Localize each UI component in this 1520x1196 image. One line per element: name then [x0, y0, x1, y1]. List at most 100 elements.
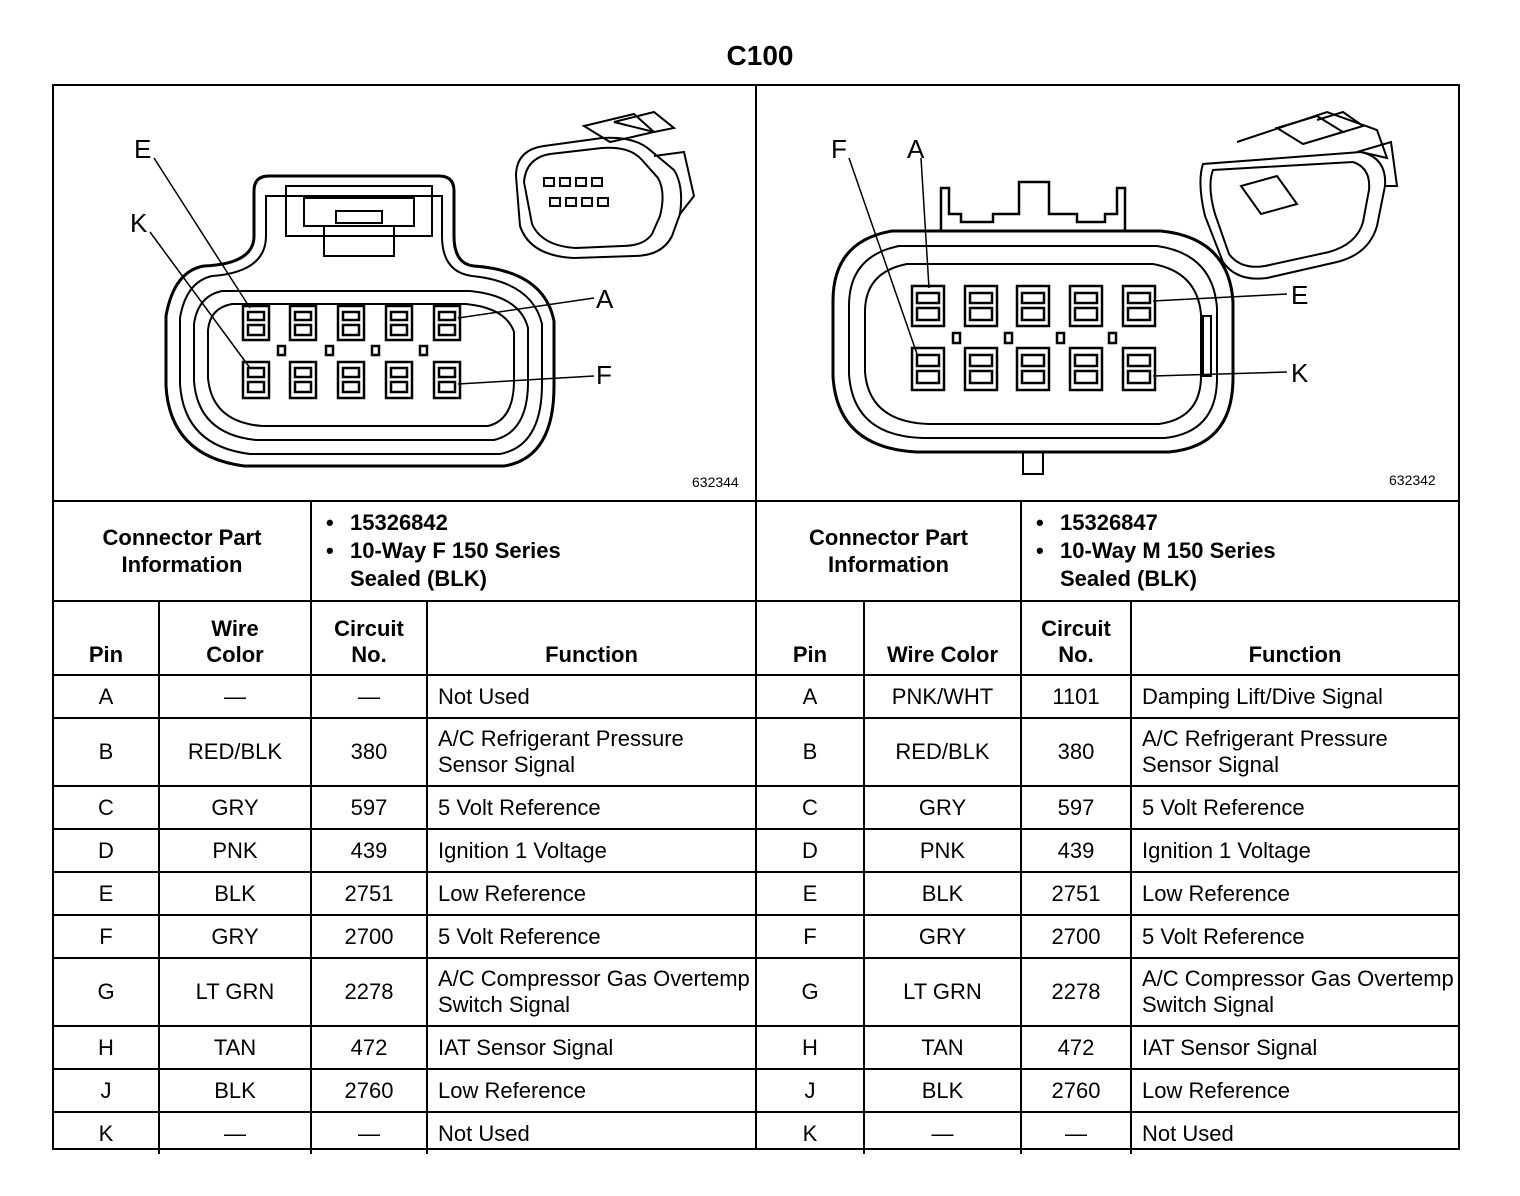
cell-function: A/C Compressor Gas Overtemp Switch Signa…	[426, 957, 755, 1027]
table-row: K——Not Used	[757, 1111, 1458, 1154]
col-header-circuit: Circuit No.	[1020, 600, 1132, 676]
callout-e: E	[134, 134, 151, 164]
cell-function: 5 Volt Reference	[426, 785, 755, 830]
cell-wire-color: —	[158, 1111, 312, 1154]
cell-wire-color: —	[863, 1111, 1022, 1154]
cell-circuit: —	[310, 1111, 428, 1154]
cell-circuit: 2700	[310, 914, 428, 959]
connector-part-info: Connector Part Information •15326842 •10…	[54, 500, 755, 602]
callout-f: F	[596, 360, 612, 390]
callout-k: K	[130, 208, 148, 238]
cell-pin: B	[54, 717, 160, 787]
cell-wire-color: RED/BLK	[158, 717, 312, 787]
cell-function: Low Reference	[1130, 871, 1458, 916]
cell-function: Not Used	[1130, 1111, 1458, 1154]
info-list: •15326847 •10-Way M 150 Series Sealed (B…	[1020, 500, 1458, 602]
connector-series: 10-Way F 150 Series	[350, 538, 561, 563]
table-row: K——Not Used	[54, 1111, 755, 1154]
cell-function: IAT Sensor Signal	[426, 1025, 755, 1070]
figure-number: 632342	[1389, 472, 1436, 488]
callout-a: A	[596, 284, 614, 314]
cell-circuit: 439	[1020, 828, 1132, 873]
cell-wire-color: RED/BLK	[863, 717, 1022, 787]
cell-function: Low Reference	[426, 871, 755, 916]
figure-number: 632344	[692, 474, 739, 490]
cell-wire-color: LT GRN	[863, 957, 1022, 1027]
callout-f: F	[831, 134, 847, 164]
cell-function: Low Reference	[426, 1068, 755, 1113]
col-header-wire-color: Wire Color	[158, 600, 312, 676]
cell-pin: J	[54, 1068, 160, 1113]
cell-circuit: 597	[1020, 785, 1132, 830]
cell-pin: H	[54, 1025, 160, 1070]
cell-pin: F	[54, 914, 160, 959]
info-label: Connector Part Information	[54, 500, 312, 602]
callout-a: A	[907, 134, 925, 164]
connector-face-female-drawing: E K A F	[130, 110, 696, 468]
cell-pin: G	[54, 957, 160, 1027]
callout-k: K	[1291, 358, 1309, 388]
cell-wire-color: GRY	[158, 785, 312, 830]
cell-function: Damping Lift/Dive Signal	[1130, 674, 1458, 719]
cell-wire-color: PNK	[863, 828, 1022, 873]
connector-diagram-male: F A E K 632342	[757, 86, 1458, 500]
cell-pin: E	[54, 871, 160, 916]
cell-wire-color: GRY	[863, 785, 1022, 830]
cell-circuit: 2760	[1020, 1068, 1132, 1113]
cell-pin: K	[757, 1111, 865, 1154]
cell-function: 5 Volt Reference	[426, 914, 755, 959]
cell-wire-color: PNK/WHT	[863, 674, 1022, 719]
cell-circuit: 472	[1020, 1025, 1132, 1070]
cell-wire-color: BLK	[158, 1068, 312, 1113]
connector-seal: Sealed (BLK)	[350, 566, 487, 591]
cell-wire-color: GRY	[158, 914, 312, 959]
cell-wire-color: TAN	[158, 1025, 312, 1070]
info-list: •15326842 •10-Way F 150 Series Sealed (B…	[310, 500, 755, 602]
cell-pin: C	[757, 785, 865, 830]
cell-pin: B	[757, 717, 865, 787]
cell-wire-color: BLK	[158, 871, 312, 916]
connector-iso-view-female	[514, 110, 696, 260]
connector-series: 10-Way M 150 Series	[1060, 538, 1276, 563]
cell-function: Low Reference	[1130, 1068, 1458, 1113]
cell-function: Not Used	[426, 674, 755, 719]
cell-wire-color: BLK	[863, 1068, 1022, 1113]
cell-circuit: 472	[310, 1025, 428, 1070]
cell-pin: H	[757, 1025, 865, 1070]
cell-pin: C	[54, 785, 160, 830]
cell-circuit: 2278	[310, 957, 428, 1027]
cell-circuit: —	[310, 674, 428, 719]
cell-pin: K	[54, 1111, 160, 1154]
cell-function: 5 Volt Reference	[1130, 914, 1458, 959]
cell-function: 5 Volt Reference	[1130, 785, 1458, 830]
info-label: Connector Part Information	[757, 500, 1022, 602]
cell-wire-color: —	[158, 674, 312, 719]
cell-function: Ignition 1 Voltage	[426, 828, 755, 873]
cell-pin: A	[54, 674, 160, 719]
pin-table: Pin Wire Color Circuit No. Function A——N…	[54, 600, 755, 1154]
cell-function: A/C Compressor Gas Overtemp Switch Signa…	[1130, 957, 1458, 1027]
col-header-wire-color: Wire Color	[863, 600, 1022, 676]
connector-seal: Sealed (BLK)	[1060, 566, 1197, 591]
cell-function: Ignition 1 Voltage	[1130, 828, 1458, 873]
cell-wire-color: LT GRN	[158, 957, 312, 1027]
cell-circuit: 2751	[1020, 871, 1132, 916]
col-header-circuit: Circuit No.	[310, 600, 428, 676]
cell-circuit: 380	[310, 717, 428, 787]
cell-pin: G	[757, 957, 865, 1027]
cell-circuit: 2700	[1020, 914, 1132, 959]
cell-circuit: —	[1020, 1111, 1132, 1154]
pinout-right: Connector Part Information •15326847 •10…	[757, 500, 1458, 1154]
cell-circuit: 2751	[310, 871, 428, 916]
connector-diagram-female: E K A F 632344	[54, 86, 755, 500]
connector-part-info: Connector Part Information •15326847 •10…	[757, 500, 1458, 602]
